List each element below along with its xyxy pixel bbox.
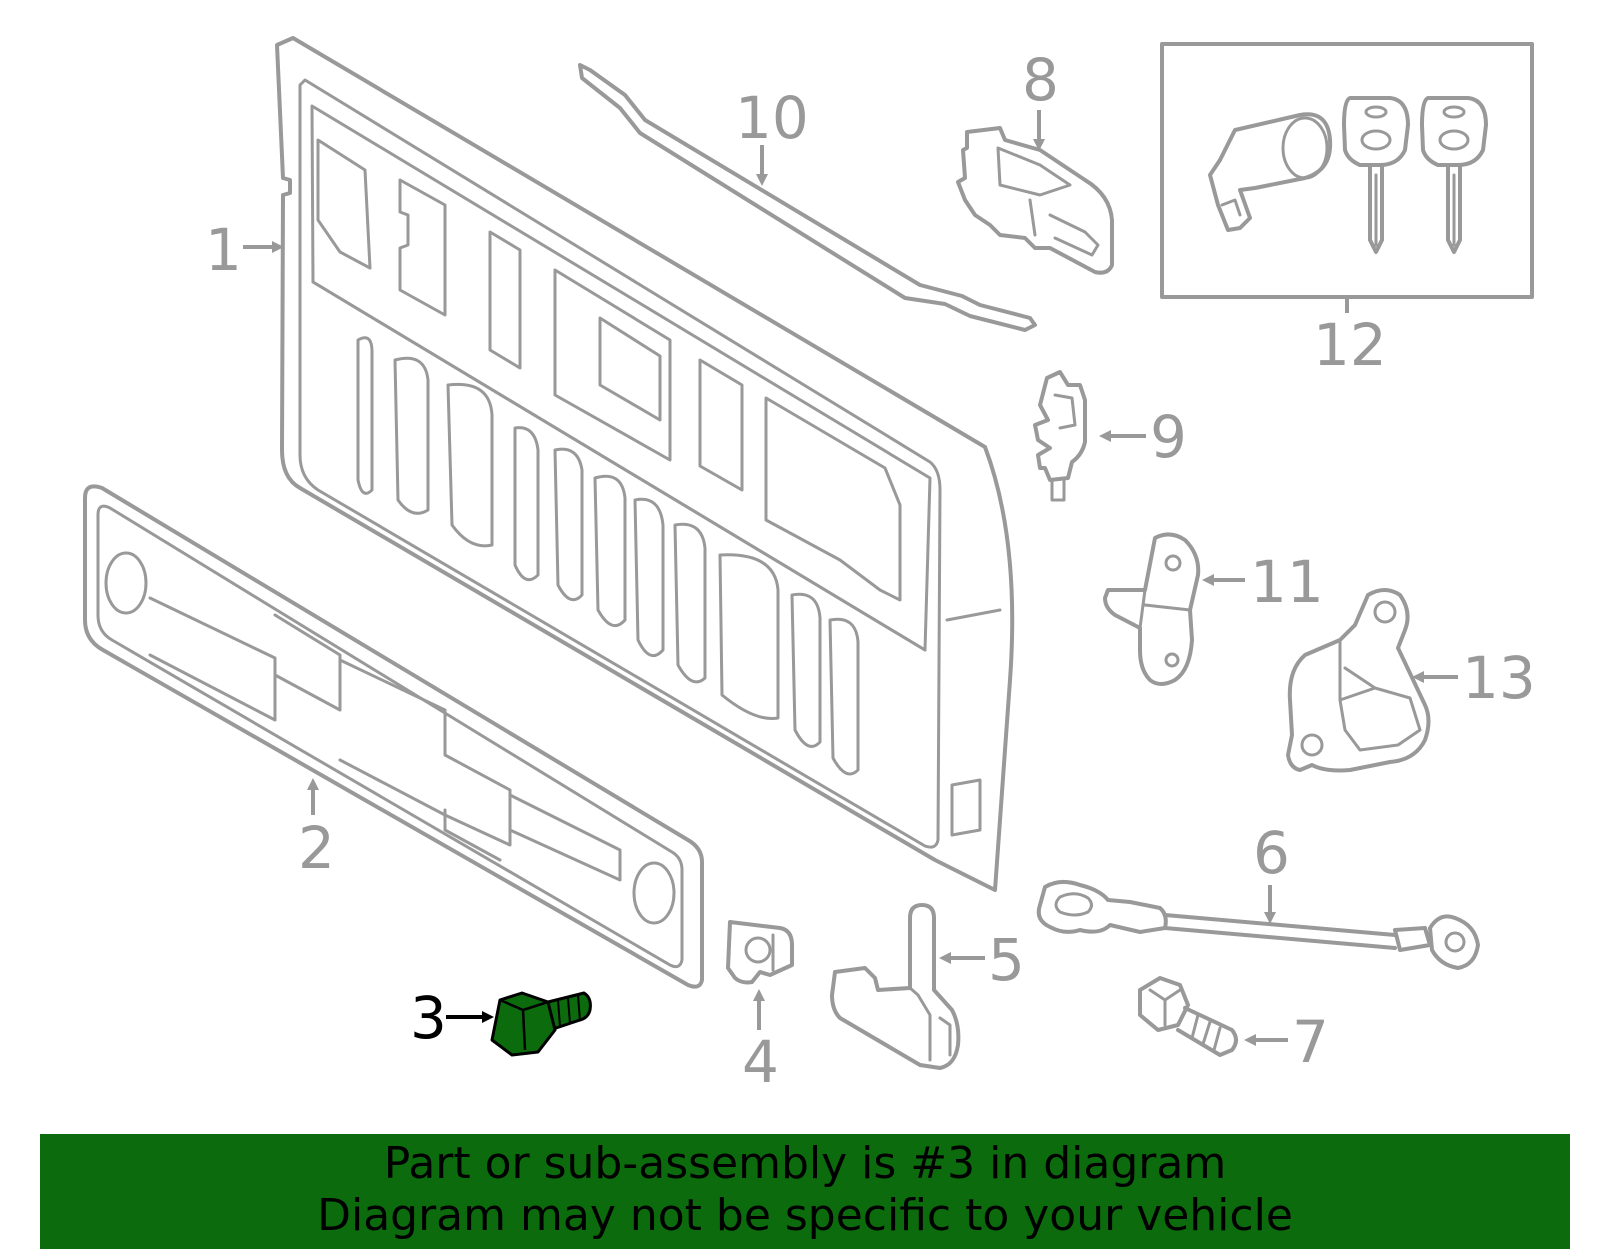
- part-12-kit-box: [1160, 42, 1534, 299]
- part-12-lock-cylinder-and-keys[interactable]: [1160, 42, 1534, 299]
- callout-5: 5: [988, 926, 1025, 994]
- callout-6: 6: [1253, 819, 1290, 887]
- callout-2: 2: [298, 814, 335, 882]
- callout-8: 8: [1022, 46, 1059, 114]
- part-11-striker-bracket[interactable]: [1103, 532, 1201, 686]
- banner-line-part-number: Part or sub-assembly is #3 in diagram: [383, 1138, 1227, 1189]
- part-6-support-cable[interactable]: [1036, 880, 1480, 970]
- part-4-clip[interactable]: [726, 920, 794, 985]
- part-10-rod[interactable]: [578, 63, 1037, 332]
- part-1-tailgate-shell[interactable]: [275, 36, 1015, 892]
- part-2-outer-panel[interactable]: [83, 484, 704, 989]
- leader-lines: [243, 110, 1458, 1046]
- part-8-lock-bracket[interactable]: [956, 126, 1114, 275]
- callout-13: 13: [1462, 644, 1536, 712]
- callout-12: 12: [1313, 311, 1387, 379]
- callout-1: 1: [205, 216, 242, 284]
- callout-3: 3: [410, 984, 447, 1052]
- part-3-bolt-highlighted[interactable]: [490, 991, 592, 1057]
- callout-9: 9: [1150, 403, 1187, 471]
- info-banner: Part or sub-assembly is #3 in diagram Di…: [40, 1134, 1570, 1249]
- part-5-hinge-bracket[interactable]: [830, 903, 961, 1070]
- part-7-bolt[interactable]: [1138, 976, 1238, 1057]
- part-13-hinge-bracket[interactable]: [1286, 588, 1431, 773]
- callout-7: 7: [1292, 1008, 1329, 1076]
- callout-10: 10: [735, 84, 809, 152]
- callout-labels: 1 2 3 4 5 6 7 8 9 10 11 12 13: [205, 46, 1536, 1096]
- part-9-switch[interactable]: [1033, 370, 1087, 502]
- banner-line-disclaimer: Diagram may not be specific to your vehi…: [317, 1190, 1293, 1241]
- callout-4: 4: [742, 1028, 779, 1096]
- callout-11: 11: [1250, 548, 1324, 616]
